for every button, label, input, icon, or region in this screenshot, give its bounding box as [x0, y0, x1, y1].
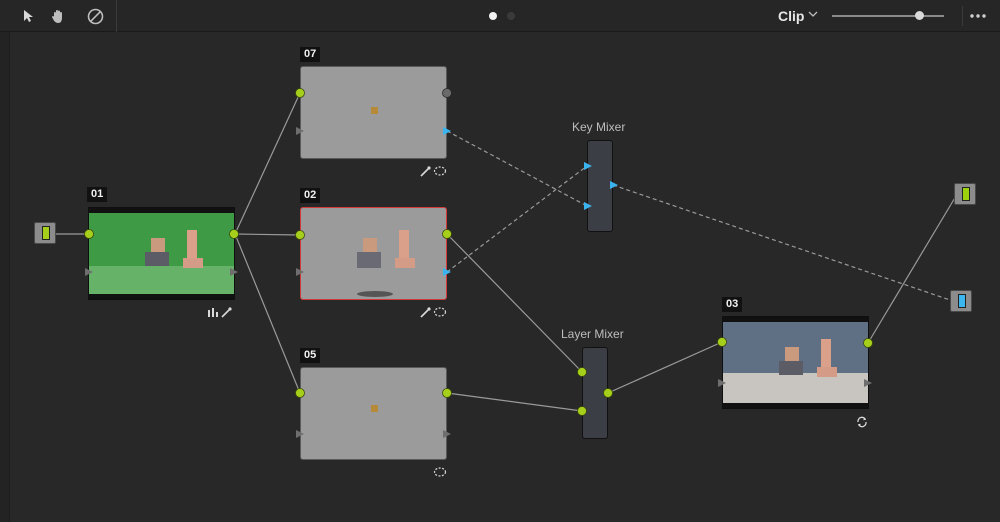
window-icon	[433, 467, 447, 477]
alpha-swatch	[958, 294, 966, 308]
alpha-output[interactable]	[950, 290, 972, 312]
connection-line	[867, 195, 957, 344]
window-icon	[433, 166, 447, 176]
connection-line	[446, 392, 583, 412]
node-07-tools	[420, 166, 447, 177]
node-thumbnail	[357, 230, 415, 297]
page-dot[interactable]	[507, 12, 515, 20]
scope-icon	[208, 308, 218, 317]
node-number-label: 03	[722, 297, 743, 312]
node-01-tools	[208, 307, 232, 318]
clip-mode-label[interactable]: Clip	[778, 8, 805, 24]
more-options-button[interactable]	[962, 6, 993, 26]
eyedropper-icon	[420, 307, 431, 318]
connection-line	[234, 233, 301, 236]
node-editor-toolbar: Clip	[0, 0, 1000, 32]
disable-icon	[87, 8, 103, 24]
connection-line	[446, 233, 583, 373]
node-02[interactable]	[300, 207, 447, 300]
node-number-label: 07	[300, 47, 321, 62]
pointer-icon	[24, 10, 33, 22]
key-connection-line	[446, 130, 588, 207]
more-icon	[970, 14, 986, 18]
left-panel-edge	[0, 32, 10, 522]
layer-mixer-title: Layer Mixer	[561, 327, 624, 341]
connection-line	[234, 92, 301, 235]
eyedropper-icon	[420, 166, 431, 177]
node-03[interactable]	[722, 316, 869, 409]
node-05-tools	[433, 467, 447, 477]
rgb-output[interactable]	[954, 183, 976, 205]
node-number-label: 02	[300, 188, 321, 203]
key-mixer-title: Key Mixer	[572, 120, 626, 134]
rgb-swatch	[42, 226, 50, 240]
hand-tool-button[interactable]	[48, 6, 68, 26]
rgb-swatch	[962, 187, 970, 201]
source-rgb-input[interactable]	[34, 222, 56, 244]
chevron-down-icon[interactable]	[808, 10, 818, 18]
node-number-label: 01	[87, 187, 108, 202]
tool-group	[0, 0, 117, 32]
node-thumbnail	[371, 107, 378, 114]
layer-mixer-node[interactable]	[582, 347, 608, 439]
zoom-slider-handle[interactable]	[914, 11, 924, 20]
page-dot-active[interactable]	[489, 12, 497, 20]
node-thumbnail	[371, 405, 378, 412]
bypass-all-button[interactable]	[85, 6, 105, 26]
node-thumbnail	[723, 317, 868, 408]
key-mixer-node[interactable]	[587, 140, 613, 232]
eyedropper-icon	[221, 307, 232, 318]
key-connection-line	[446, 165, 588, 273]
window-icon	[433, 307, 447, 317]
pointer-tool-button[interactable]	[18, 6, 38, 26]
hand-icon	[52, 9, 62, 23]
node-thumbnail	[89, 208, 234, 299]
node-02-tools	[420, 307, 447, 318]
key-connection-line	[612, 184, 951, 301]
node-05[interactable]	[300, 367, 447, 460]
connection-line	[234, 233, 301, 394]
zoom-slider-track[interactable]	[832, 15, 944, 17]
connection-line	[607, 341, 723, 394]
refresh-icon	[857, 416, 867, 428]
node-number-label: 05	[300, 348, 321, 363]
node-01[interactable]	[88, 207, 235, 300]
node-07[interactable]	[300, 66, 447, 159]
